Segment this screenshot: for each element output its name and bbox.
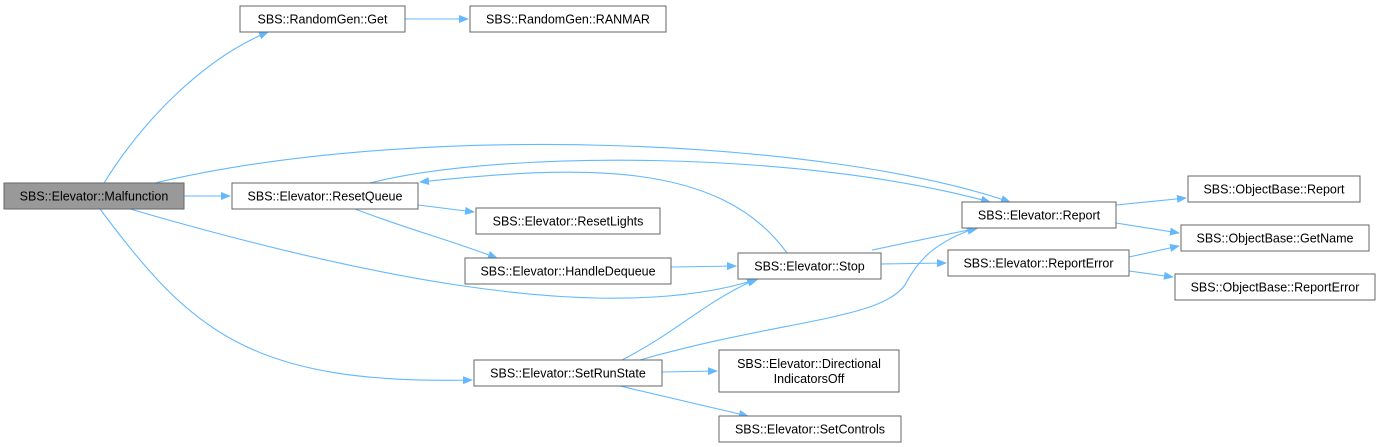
edge-setrunstate-to-report: [639, 227, 977, 361]
node-label: SBS::ObjectBase::ReportError: [1191, 281, 1360, 295]
nodes-layer: SBS::Elevator::Malfunction SBS::RandomGen…: [3, 5, 1376, 443]
edge-reporterror-to-objectbase-reporterror: [1128, 270, 1174, 280]
node-objectbase-reporterror[interactable]: SBS::ObjectBase::ReportError: [1174, 273, 1376, 301]
node-label: SBS::Elevator::ResetQueue: [248, 190, 403, 204]
node-objectbase-report[interactable]: SBS::ObjectBase::Report: [1187, 175, 1361, 203]
node-randomgen-ranmar[interactable]: SBS::RandomGen::RANMAR: [469, 5, 667, 33]
node-stop[interactable]: SBS::Elevator::Stop: [737, 252, 882, 280]
edge-stop-to-report: [871, 225, 979, 251]
edge-malfunction-to-report: [154, 143, 1011, 203]
edge-line: [129, 208, 759, 299]
edge-line: [670, 262, 737, 271]
node-objectbase-getname[interactable]: SBS::ObjectBase::GetName: [1180, 224, 1370, 252]
edge-line: [661, 367, 718, 376]
node-box[interactable]: [961, 201, 1117, 229]
node-label: SBS::RandomGen::Get: [258, 13, 388, 27]
node-setrunstate[interactable]: SBS::Elevator::SetRunState: [473, 359, 663, 387]
edge-line: [99, 208, 473, 385]
edge-line: [1115, 194, 1187, 206]
edge-line: [154, 143, 1011, 203]
edge-line: [1115, 222, 1180, 236]
node-label: SBS::Elevator::Report: [978, 209, 1101, 223]
edge-stop-to-reporterror: [880, 259, 947, 268]
edge-line: [1128, 244, 1180, 258]
edge-line: [639, 227, 977, 361]
edge-line: [103, 31, 269, 184]
node-box[interactable]: [3, 182, 185, 210]
node-label: SBS::RandomGen::RANMAR: [486, 13, 650, 27]
node-label: SBS::ObjectBase::Report: [1203, 183, 1345, 197]
node-box[interactable]: [1187, 175, 1361, 203]
edge-reporterror-to-objectbase-getname: [1128, 244, 1180, 258]
node-box[interactable]: [473, 359, 663, 387]
edge-report-to-objectbase-getname: [1115, 222, 1180, 236]
edge-malfunction-to-randomgen-get: [103, 31, 269, 184]
node-label: SBS::ObjectBase::GetName: [1196, 232, 1353, 246]
node-label: SBS::Elevator::Directional: [737, 357, 881, 371]
edges-layer: [99, 15, 1187, 418]
edge-resetqueue-to-handledequeue: [354, 208, 498, 259]
node-randomgen-get[interactable]: SBS::RandomGen::Get: [239, 5, 406, 33]
node-reporterror[interactable]: SBS::Elevator::ReportError: [947, 249, 1130, 277]
node-label: SBS::Elevator::ResetLights: [493, 215, 644, 229]
edge-line: [880, 259, 947, 268]
edge-setrunstate-to-setcontrols: [619, 385, 749, 418]
edge-resetqueue-to-resetlights: [417, 204, 475, 215]
edge-stop-to-resetqueue: [419, 171, 788, 254]
node-box[interactable]: [737, 252, 882, 280]
edge-setrunstate-to-directionalindicatorsoff: [661, 367, 718, 376]
node-box[interactable]: [718, 415, 902, 443]
edge-resetqueue-to-report: [369, 159, 991, 204]
node-label: SBS::Elevator::SetRunState: [490, 367, 646, 381]
node-box[interactable]: [1180, 224, 1370, 252]
node-label: IndicatorsOff: [774, 372, 845, 386]
node-resetqueue[interactable]: SBS::Elevator::ResetQueue: [231, 182, 419, 210]
edge-handledequeue-to-stop: [670, 262, 737, 271]
edge-line: [871, 225, 979, 251]
edge-line: [1128, 270, 1174, 280]
node-box[interactable]: [469, 5, 667, 33]
edge-malfunction-to-stop: [129, 208, 759, 299]
node-handledequeue[interactable]: SBS::Elevator::HandleDequeue: [464, 257, 672, 285]
node-label: SBS::Elevator::HandleDequeue: [480, 265, 655, 279]
node-resetlights[interactable]: SBS::Elevator::ResetLights: [475, 207, 661, 235]
node-box[interactable]: [475, 207, 661, 235]
node-box[interactable]: [947, 249, 1130, 277]
edge-setrunstate-to-stop: [621, 278, 757, 361]
edge-malfunction-to-setrunstate: [99, 208, 473, 385]
edge-report-to-objectbase-report: [1115, 194, 1187, 206]
node-box[interactable]: [1174, 273, 1376, 301]
node-setcontrols[interactable]: SBS::Elevator::SetControls: [718, 415, 902, 443]
edge-line: [417, 204, 475, 215]
node-box[interactable]: [231, 182, 419, 210]
node-report[interactable]: SBS::Elevator::Report: [961, 201, 1117, 229]
node-box[interactable]: [718, 349, 900, 393]
node-label: SBS::Elevator::ReportError: [963, 257, 1113, 271]
node-malfunction[interactable]: SBS::Elevator::Malfunction: [3, 182, 185, 210]
edge-line: [369, 159, 991, 204]
node-box[interactable]: [464, 257, 672, 285]
node-label: SBS::Elevator::SetControls: [735, 423, 885, 437]
edge-line: [419, 171, 788, 254]
node-box[interactable]: [239, 5, 406, 33]
edge-line: [354, 208, 498, 259]
node-label: SBS::Elevator::Stop: [754, 260, 865, 274]
node-label: SBS::Elevator::Malfunction: [20, 190, 169, 204]
edge-line: [619, 385, 749, 418]
edge-line: [621, 278, 757, 361]
